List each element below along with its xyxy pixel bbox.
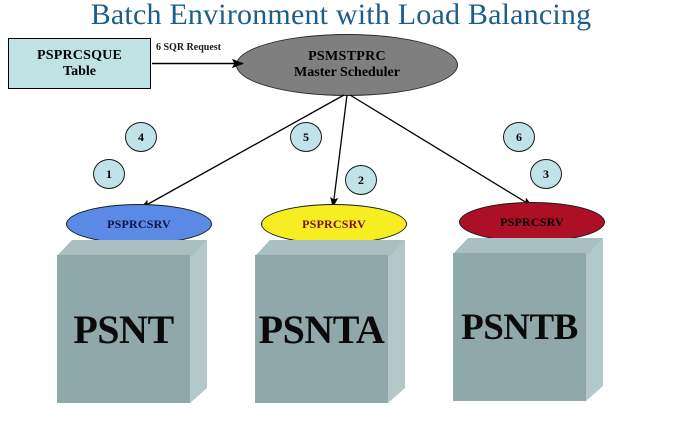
server-box-psnta[interactable]: PSNTA (255, 240, 405, 403)
sqr-request-edge-label: 6 SQR Request (156, 42, 222, 53)
server-box-top-face (57, 240, 207, 256)
step-badge-6[interactable]: 6 (503, 122, 535, 152)
step-badge-1[interactable]: 1 (93, 159, 125, 189)
server-box-label: PSNTB (461, 306, 578, 348)
server-box-top-face (453, 238, 603, 254)
psprcsque-subtitle: Table (63, 63, 96, 79)
psprcsque-table-node[interactable]: PSPRCSQUE Table (8, 38, 151, 89)
server-box-side-face (388, 240, 405, 403)
server-box-label: PSNTA (258, 306, 385, 352)
psprcsrv-node-psntb[interactable]: PSPRCSRV (459, 202, 605, 242)
psprcsque-name: PSPRCSQUE (36, 47, 123, 63)
step-badge-3[interactable]: 3 (530, 159, 562, 189)
psmstprc-role: Master Scheduler (294, 65, 400, 80)
arrow-master-to-server-2 (349, 94, 533, 207)
psprcsrv-node-psnta[interactable]: PSPRCSRV (261, 204, 407, 244)
server-box-front-face: PSNTB (453, 253, 586, 401)
server-box-side-face (586, 238, 603, 401)
server-box-label: PSNT (73, 306, 174, 352)
psmstprc-name: PSMSTPRC (308, 48, 386, 64)
server-box-psntb[interactable]: PSNTB (453, 238, 603, 401)
arrow-master-to-server-0 (140, 94, 345, 209)
server-box-top-face (255, 240, 405, 256)
psprcsrv-node-psnt[interactable]: PSPRCSRV (66, 204, 212, 244)
server-box-psnt[interactable]: PSNT (57, 240, 207, 403)
server-box-side-face (190, 240, 207, 403)
step-badge-5[interactable]: 5 (290, 122, 322, 152)
step-badge-2[interactable]: 2 (345, 165, 377, 195)
server-box-front-face: PSNT (57, 255, 190, 403)
server-box-front-face: PSNTA (255, 255, 388, 403)
step-badge-4[interactable]: 4 (125, 122, 157, 152)
psmstprc-master-scheduler-node[interactable]: PSMSTPRC Master Scheduler (236, 34, 458, 96)
page-title: Batch Environment with Load Balancing (90, 0, 592, 31)
arrow-master-to-server-1 (330, 94, 348, 208)
